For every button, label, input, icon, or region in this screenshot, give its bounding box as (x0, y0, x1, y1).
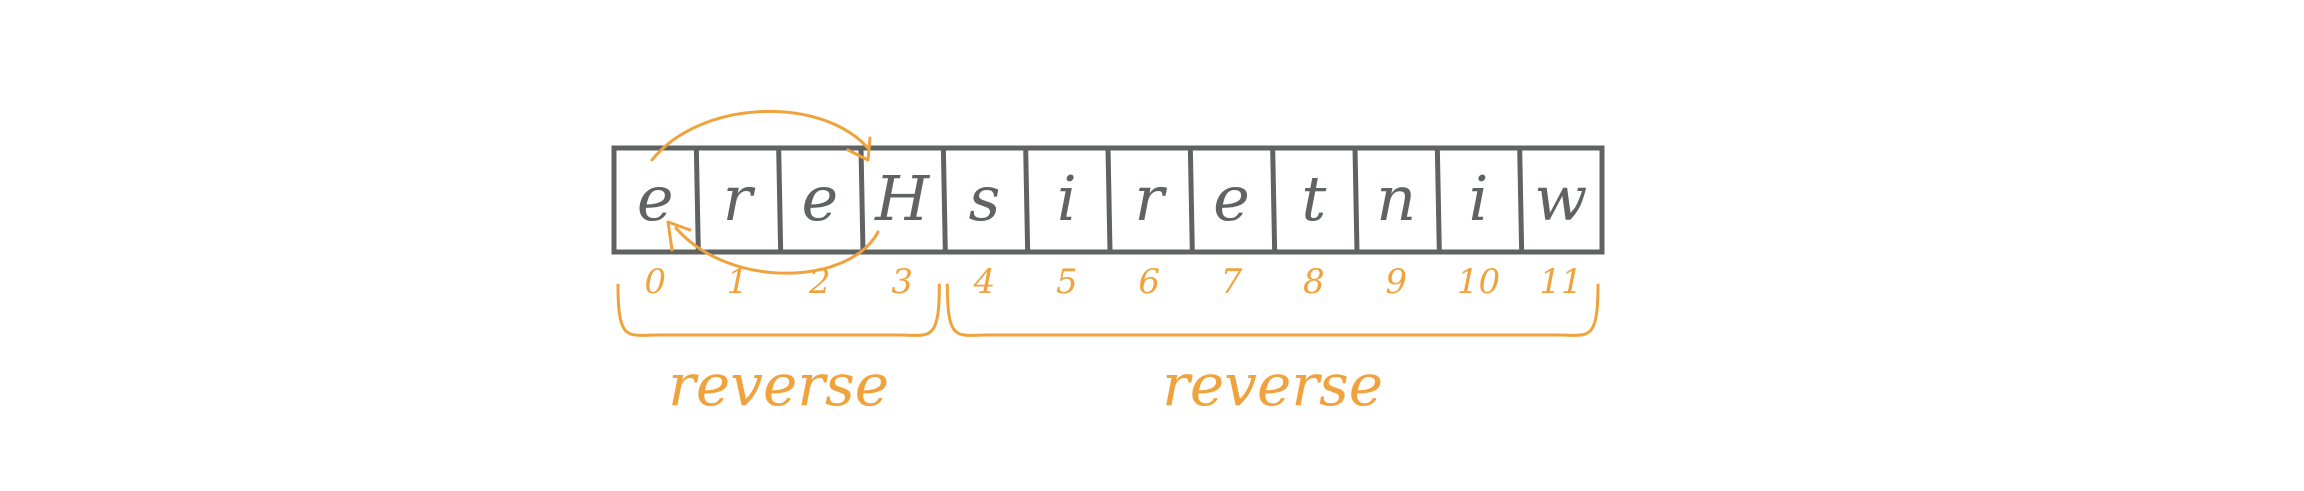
array-cell-char: r (1134, 162, 1167, 235)
array-cell-char: w (1534, 162, 1587, 235)
cell-divider (1023, 145, 1031, 255)
cell-divider (776, 145, 784, 255)
array-index-label: 5 (1056, 262, 1078, 302)
reverse-groups: reverse reverse (616, 283, 1600, 419)
cell-divider (858, 145, 866, 255)
array-index-label: 3 (891, 262, 913, 302)
cell-divider (1517, 145, 1525, 255)
array-cell-char: i (1057, 162, 1077, 235)
array-index-label: 8 (1303, 262, 1325, 302)
swap-arrow-top (650, 109, 870, 162)
array-index-label: 4 (973, 262, 996, 302)
cell-divider (1434, 145, 1442, 255)
array-index-label: 9 (1385, 262, 1407, 302)
cell-divider (1270, 145, 1278, 255)
array-index-label: 1 (727, 262, 749, 302)
array-cell-char: s (969, 162, 1001, 235)
array-index-label: 11 (1539, 262, 1582, 302)
swap-arrow-bottom (674, 226, 880, 275)
cell-divider (1105, 145, 1113, 255)
arrowhead-top-icon (846, 136, 872, 162)
reverse-bracket (945, 283, 1600, 337)
array-cell-char: i (1469, 162, 1489, 235)
array-index-label: 0 (644, 262, 666, 302)
array-index-label: 10 (1457, 262, 1500, 302)
array-cell-char: H (874, 162, 931, 235)
swap-arrows (650, 109, 880, 275)
array-cell-char: t (1301, 162, 1326, 235)
array-cell-char: e (1213, 162, 1250, 235)
cell-divider (1352, 145, 1360, 255)
array-cell-char: e (801, 162, 838, 235)
array-index-label: 6 (1138, 262, 1160, 302)
arrowhead-bottom-icon (666, 220, 692, 252)
array-cell-char: r (723, 162, 756, 235)
reverse-label: reverse (668, 351, 889, 419)
cell-divider (940, 145, 948, 255)
reverse-bracket (616, 283, 941, 337)
array-index-label: 7 (1221, 262, 1243, 302)
cell-divider (1187, 145, 1195, 255)
array-cell-char: n (1376, 162, 1416, 235)
reverse-label: reverse (1162, 351, 1383, 419)
cell-divider (693, 145, 701, 255)
